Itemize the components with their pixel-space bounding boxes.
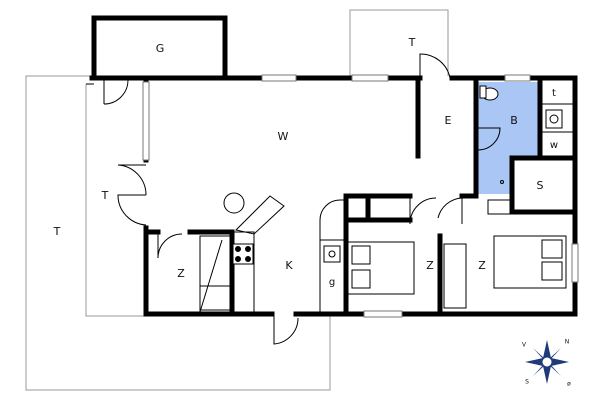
label-bathroom: B (510, 114, 518, 127)
wall-storage-left (509, 155, 578, 215)
label-living: W (278, 130, 289, 143)
label-terrace-top: T (408, 36, 416, 49)
window-right (571, 243, 579, 283)
label-terrace-left: T (101, 189, 109, 202)
bed-right-pillow-2 (541, 261, 563, 281)
label-toilet: t (552, 88, 556, 99)
bathroom-area (476, 82, 540, 194)
bedroom-left-shelf (199, 285, 231, 311)
wardrobe-left-diag (199, 239, 223, 313)
door-bath (477, 127, 501, 151)
kitchen-corner (319, 199, 346, 240)
bath-drain (500, 180, 504, 184)
door-top-entry (419, 53, 451, 79)
label-bedroom-mid: Z (426, 259, 434, 272)
sink-icon (323, 245, 341, 263)
label-bedroom-right: Z (478, 259, 486, 272)
toilet-icon (479, 85, 499, 101)
terrace-left-outline (25, 75, 331, 391)
window-top-2 (351, 74, 389, 82)
window-top-3 (504, 74, 531, 82)
windows (142, 74, 579, 318)
bed-right (493, 235, 567, 289)
door-garage (103, 79, 129, 105)
bed-middle-pillow-1 (351, 245, 371, 265)
bed-right-pillow-1 (541, 239, 563, 259)
window-bottom (363, 310, 403, 318)
label-kitchen: K (285, 259, 293, 272)
washbasin-icon (545, 109, 563, 129)
kitchen-counter-island (235, 195, 285, 235)
door-hall-1 (409, 197, 437, 225)
wardrobe-right (487, 199, 511, 215)
kitchen-counter-right (319, 239, 345, 315)
window-left (142, 81, 150, 161)
door-bedroom-left (157, 233, 183, 259)
terrace-outlines (25, 9, 449, 391)
compass-v: V (522, 342, 527, 349)
label-terrace-far-left: T (53, 225, 61, 238)
label-garage: G (156, 42, 165, 55)
wardrobe-mid (443, 243, 467, 309)
label-washer: w (550, 140, 558, 151)
wardrobe-left (199, 235, 231, 313)
label-storage: S (537, 179, 544, 192)
label-bedroom-left: Z (177, 267, 185, 280)
compass-n: N (565, 339, 570, 346)
kitchen-lamp (223, 192, 245, 214)
garage-walls (91, 15, 228, 81)
door-terrace-left (117, 164, 147, 226)
label-fridge: g (329, 277, 335, 288)
doors (103, 53, 513, 345)
compass-s: S (525, 379, 529, 386)
compass-o: ø (567, 381, 571, 388)
bed-middle-pillow-2 (351, 269, 371, 289)
terrace-top-outline (349, 9, 449, 76)
window-top-1 (261, 74, 297, 82)
door-bottom (273, 316, 299, 345)
bed-middle (347, 241, 415, 295)
label-entrance: E (445, 114, 452, 127)
furniture (86, 83, 575, 315)
compass-rose-icon: N S V ø (522, 339, 571, 388)
terrace-entry-outline (85, 84, 144, 317)
stove-icon (232, 243, 254, 265)
door-hall-2 (437, 197, 463, 224)
